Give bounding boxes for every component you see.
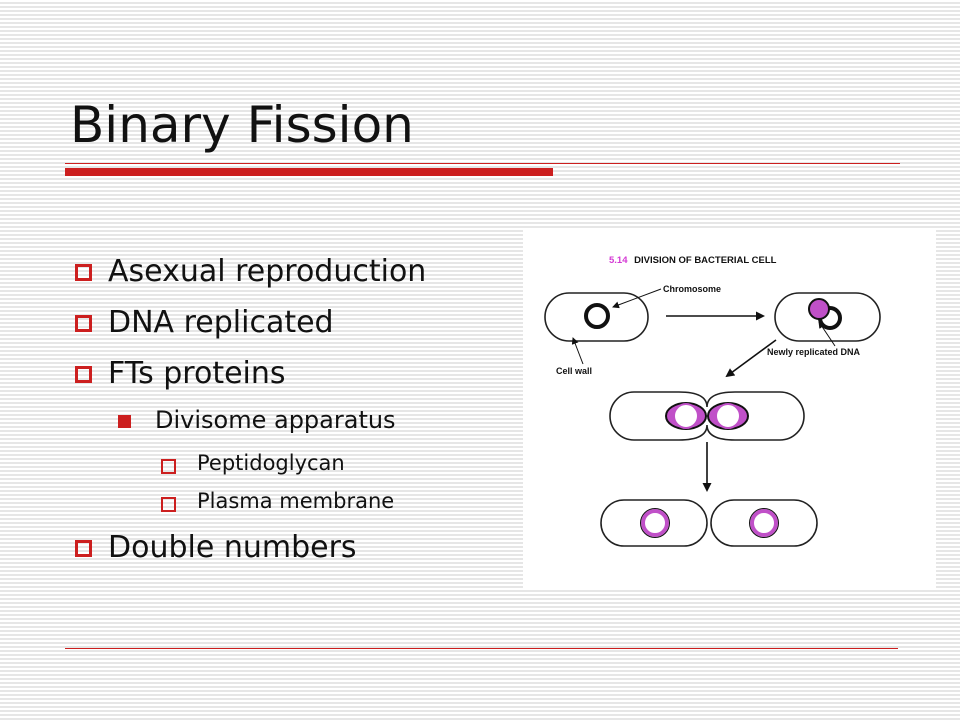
cell-wall-label: Cell wall xyxy=(556,366,592,376)
bullet-text: Peptidoglycan xyxy=(197,451,345,475)
bullet-text: Divisome apparatus xyxy=(155,406,396,434)
sub-bullet-item: Divisome apparatus xyxy=(118,406,396,434)
slide-title: Binary Fission xyxy=(70,96,414,154)
progression-arrow xyxy=(725,339,777,378)
new-dna-circle xyxy=(808,298,830,320)
new-dna-label: Newly replicated DNA xyxy=(767,347,861,357)
cell-wall-pointer-arrow xyxy=(571,337,584,365)
title-underline-thin xyxy=(65,163,900,164)
title-underline-thick xyxy=(65,168,553,176)
bullet-item: DNA replicated xyxy=(75,305,334,340)
bullet-text: Double numbers xyxy=(108,530,357,565)
bullet-text: DNA replicated xyxy=(108,305,334,340)
hollow-square-bullet-icon xyxy=(75,540,92,557)
daughter-dna-circle xyxy=(750,509,778,537)
filled-square-bullet-icon xyxy=(118,415,131,428)
figure-caption-text: DIVISION OF BACTERIAL CELL xyxy=(634,255,777,266)
chromosome-pointer-arrow xyxy=(612,288,662,309)
bullet-item: Asexual reproduction xyxy=(75,254,427,289)
hollow-square-bullet-icon xyxy=(75,264,92,281)
bullet-item: FTs proteins xyxy=(75,356,286,391)
cell-wall-shape xyxy=(774,292,881,342)
hollow-square-bullet-icon xyxy=(161,459,176,474)
daughter-dna-outline xyxy=(640,508,670,538)
bullet-text: FTs proteins xyxy=(108,356,286,391)
new-dna-pointer-arrow xyxy=(818,321,836,347)
sub-sub-bullet-item: Peptidoglycan xyxy=(161,451,345,475)
hollow-square-bullet-icon xyxy=(161,497,176,512)
figure-caption: 5.14 DIVISION OF BACTERIAL CELL xyxy=(609,255,777,266)
sub-sub-bullet-item: Plasma membrane xyxy=(161,489,395,513)
dna-inner-ring xyxy=(673,403,699,429)
bullet-item: Double numbers xyxy=(75,530,357,565)
figure-number: 5.14 xyxy=(609,255,628,266)
hollow-square-bullet-icon xyxy=(75,366,92,383)
chromosome-circle xyxy=(584,303,610,329)
daughter-cell-shape xyxy=(600,499,708,547)
hollow-square-bullet-icon xyxy=(75,315,92,332)
daughter-cell-shape xyxy=(710,499,818,547)
bullet-text: Plasma membrane xyxy=(197,489,395,513)
dna-inner-ring xyxy=(715,403,741,429)
bullet-text: Asexual reproduction xyxy=(108,254,427,289)
footer-rule xyxy=(65,648,898,649)
daughter-dna-outline xyxy=(749,508,779,538)
daughter-dna-circle xyxy=(641,509,669,537)
dividing-cell-shape xyxy=(609,391,805,441)
cell-wall-shape xyxy=(544,292,649,342)
binary-fission-diagram: 5.14 DIVISION OF BACTERIAL CELL Chromoso… xyxy=(523,228,936,590)
chromosome-label: Chromosome xyxy=(663,284,721,294)
